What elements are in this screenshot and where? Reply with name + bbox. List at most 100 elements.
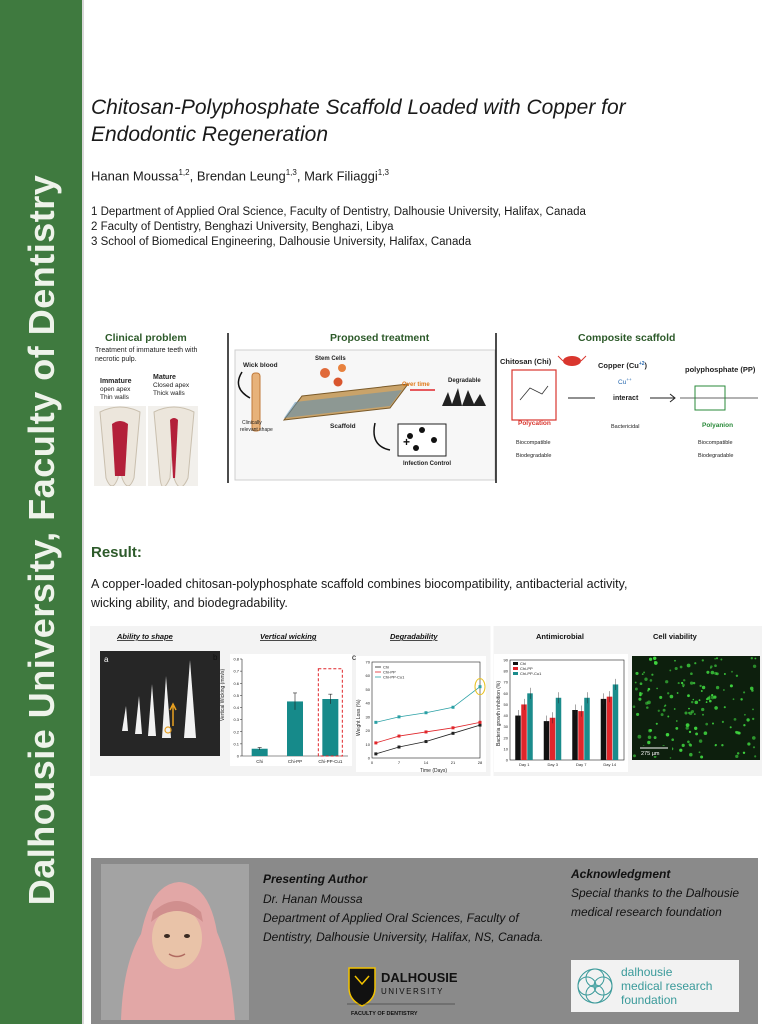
cell-dot (681, 743, 685, 747)
cell-dot (723, 673, 726, 675)
bar (287, 701, 303, 756)
highlight-box (317, 668, 343, 757)
cell-dot (743, 691, 746, 694)
dmrf-logo: dalhousie medical research foundation (571, 960, 739, 1012)
dmrf-line1: dalhousie (621, 965, 673, 979)
wicking-ylabel: Vertical Wicking (mm/s) (220, 668, 226, 721)
cell-dot (692, 681, 696, 685)
scaffold-shapes-icon (122, 660, 196, 738)
cell-dot (746, 718, 750, 722)
legend-label: Chi (520, 661, 526, 666)
biocompatible-right: Biocompatible (698, 440, 733, 446)
cell-dot (703, 731, 708, 735)
y-tick-label: 0.5 (233, 693, 239, 698)
cell-dot (669, 757, 672, 759)
degradability-plot-area (356, 656, 486, 772)
cell-dot (754, 657, 757, 660)
cell-dot (742, 751, 746, 755)
cell-dot (675, 726, 679, 730)
bar (549, 717, 556, 760)
data-point (478, 720, 482, 724)
cell-dot (700, 755, 704, 759)
cell-dot (754, 755, 757, 758)
cell-dot (662, 708, 666, 712)
y-tick-label: 70 (504, 680, 509, 685)
y-tick-label: 0.2 (233, 729, 239, 734)
author-name: Hanan Moussa (91, 168, 179, 184)
wicking-title: Vertical wicking (260, 632, 317, 641)
cell-dot (647, 687, 651, 691)
author-list: Hanan Moussa1,2, Brendan Leung1,3, Mark … (91, 168, 389, 184)
cell-dot (665, 680, 669, 684)
dal-logo-line2: UNIVERSITY (381, 987, 444, 996)
mature-tooth-icon (148, 406, 198, 486)
dalhousie-crest-icon (348, 967, 376, 1007)
cell-dot (634, 681, 637, 684)
bar (572, 710, 578, 760)
x-tick-label: Chi (256, 759, 263, 764)
cell-dot (653, 736, 657, 740)
cell-dot (723, 706, 726, 709)
biocompatible-left: Biocompatible (516, 440, 551, 446)
cell-dot (735, 674, 739, 677)
y-tick-label: 10 (504, 746, 509, 751)
cell-dot (710, 695, 715, 700)
y-tick-label: 20 (366, 728, 371, 733)
degradable-label: Degradable (448, 378, 481, 384)
cell-dot (660, 713, 664, 717)
polyphosphate-structure-icon (680, 385, 758, 411)
cell-dot (676, 692, 679, 694)
biodegradable-right: Biodegradable (698, 453, 733, 459)
cell-dot (647, 689, 649, 692)
scaffold-stick-icon (251, 372, 261, 432)
cell-dot (702, 713, 704, 716)
bar (612, 684, 619, 760)
cell-dot (635, 671, 639, 675)
dal-logo-line3: FACULTY OF DENTISTRY (351, 1011, 418, 1017)
cell-dot (681, 683, 685, 687)
chitosan-structure-icon (511, 369, 557, 421)
cell-dot (694, 726, 698, 730)
cell-dot (723, 689, 725, 691)
degradability-ylabel: Weight Loss (%) (356, 699, 362, 736)
y-tick-label: 60 (504, 691, 509, 696)
cell-dot (667, 692, 670, 695)
shape-photo (100, 651, 220, 756)
cell-dot (736, 731, 740, 735)
polyphosphate-label: polyphosphate (PP) (685, 365, 756, 374)
data-point (374, 752, 378, 756)
polycation-label: Polycation (518, 420, 551, 427)
data-point (424, 711, 428, 715)
over-time-label: Over time (402, 382, 430, 388)
x-tick-label: Day 1 (519, 762, 530, 767)
legend-label: Chi-PP (520, 666, 533, 671)
cell-dot (710, 670, 715, 675)
x-tick-label: Chi-PP (288, 759, 302, 764)
cell-dot (698, 751, 701, 754)
bar (322, 699, 339, 756)
cell-dot (647, 740, 651, 745)
dmrf-line2: medical research (621, 979, 712, 993)
y-tick-label: 40 (504, 713, 509, 718)
cell-dot (701, 707, 705, 712)
y-tick-label: 0.8 (233, 657, 239, 662)
cell-dot (690, 700, 694, 704)
cell-dot (731, 670, 733, 673)
cell-dot (708, 695, 711, 698)
mature-label: Mature (153, 374, 176, 381)
immature-line-1: open apex (100, 386, 131, 393)
cell-dot (732, 698, 735, 701)
cell-dot (655, 722, 658, 725)
author-photo (101, 864, 249, 1020)
cell-dot (707, 696, 711, 700)
cell-dot (714, 671, 718, 675)
affiliation-1: 1 Department of Applied Oral Science, Fa… (91, 206, 586, 218)
cell-dot (646, 706, 649, 709)
y-tick-label: 70 (366, 660, 371, 665)
cell-dot (744, 713, 746, 716)
x-tick-label: Day 14 (603, 762, 616, 767)
cell-dot (711, 693, 714, 697)
cell-dot (690, 672, 693, 676)
scaffold-label: Scaffold (330, 423, 356, 430)
stem-cells-icon (320, 364, 346, 387)
